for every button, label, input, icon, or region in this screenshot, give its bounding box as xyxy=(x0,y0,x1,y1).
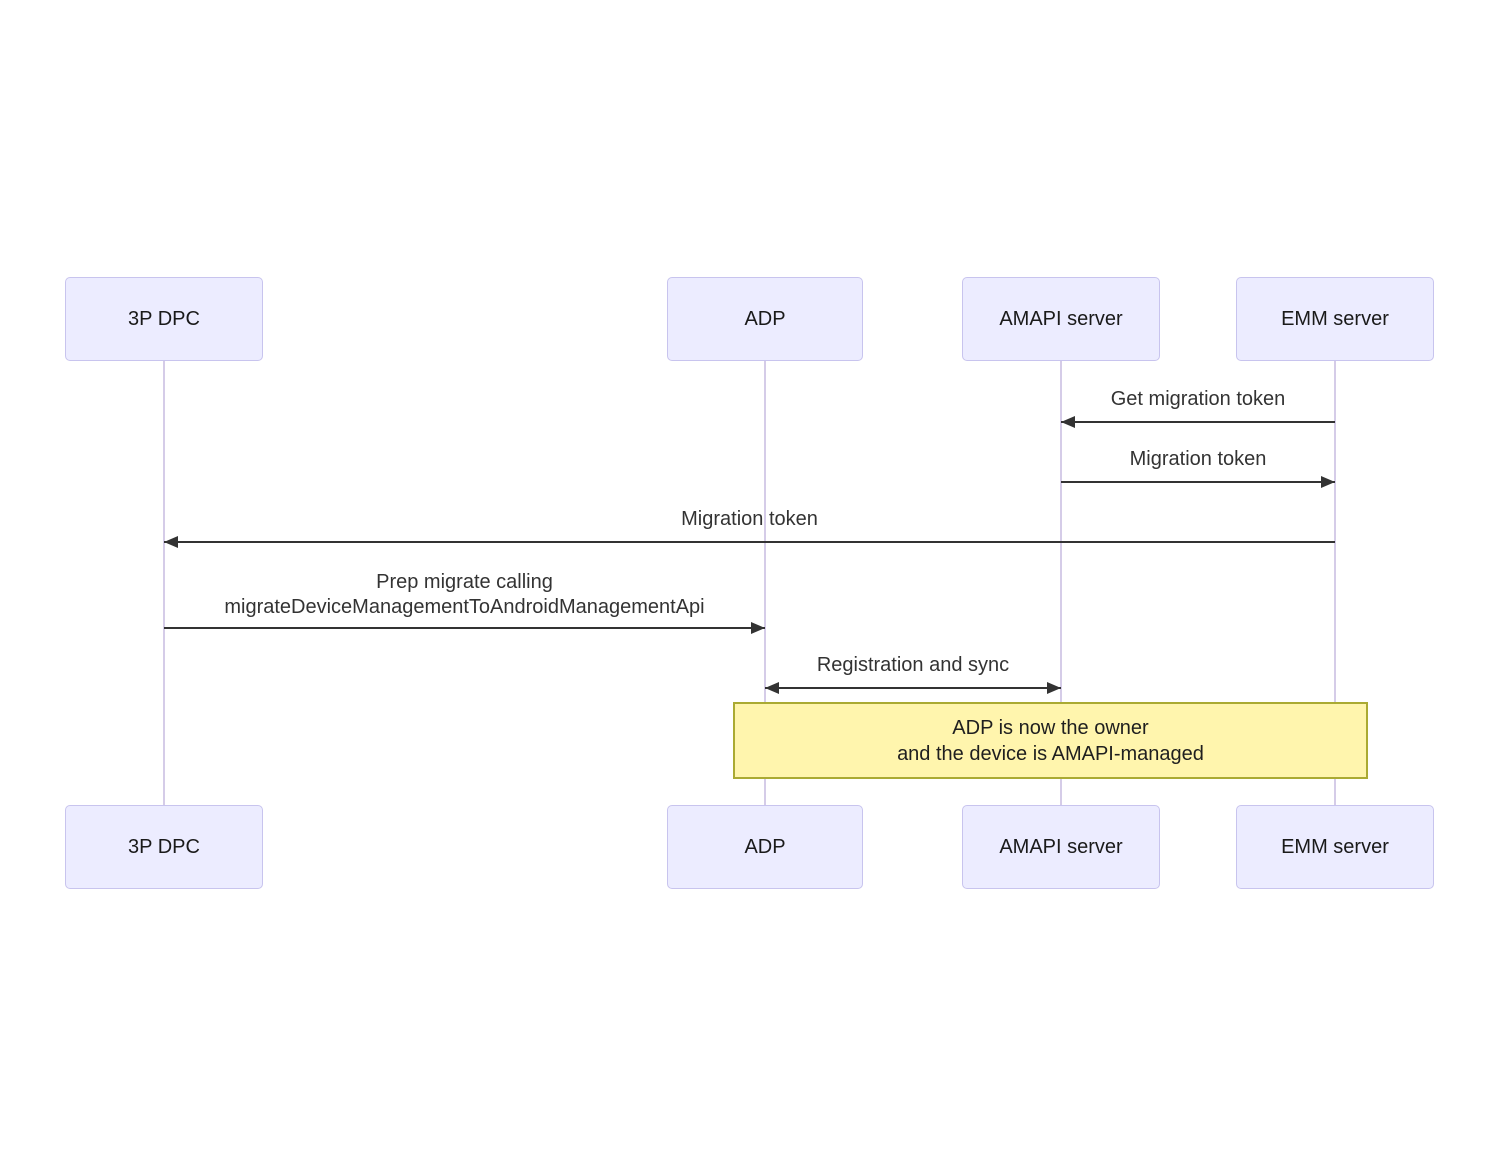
arrowhead-right-icon xyxy=(1047,682,1061,694)
actor-label: ADP xyxy=(744,835,786,858)
actor-box-emm-server-top: EMM server xyxy=(1236,277,1434,361)
actor-label: EMM server xyxy=(1281,835,1389,858)
arrowhead-left-icon xyxy=(1061,416,1075,428)
lifeline-amapi-server xyxy=(1060,361,1062,805)
actor-box-adp-top: ADP xyxy=(667,277,863,361)
message-line-prep-migrate xyxy=(164,627,765,629)
message-line-migration-token-to-emm xyxy=(1061,481,1335,483)
message-label-get-migration-token: Get migration token xyxy=(1110,388,1286,410)
lifeline-adp xyxy=(764,361,766,805)
message-label-migration-token-to-dpc: Migration token xyxy=(681,508,818,530)
note-adp-owner: ADP is now the owner and the device is A… xyxy=(733,702,1368,779)
message-line-migration-token-to-dpc xyxy=(164,541,1335,543)
lifeline-emm-server xyxy=(1334,361,1336,805)
actor-label: AMAPI server xyxy=(999,835,1123,858)
arrowhead-right-icon xyxy=(751,622,765,634)
message-label-prep-migrate: Prep migrate calling migrateDeviceManage… xyxy=(224,571,705,618)
message-line-registration-and-sync xyxy=(765,687,1061,689)
actor-label: 3P DPC xyxy=(128,835,200,858)
actor-label: ADP xyxy=(744,307,786,330)
arrowhead-left-icon xyxy=(765,682,779,694)
actor-label: AMAPI server xyxy=(999,307,1123,330)
message-label-registration-and-sync: Registration and sync xyxy=(816,654,1010,676)
actor-box-amapi-server-top: AMAPI server xyxy=(962,277,1160,361)
actor-box-adp-bottom: ADP xyxy=(667,805,863,889)
message-label-migration-token-to-emm: Migration token xyxy=(1129,448,1267,470)
arrowhead-left-icon xyxy=(164,536,178,548)
arrowhead-right-icon xyxy=(1321,476,1335,488)
message-line-get-migration-token xyxy=(1061,421,1335,423)
actor-label: 3P DPC xyxy=(128,307,200,330)
actor-box-3p-dpc-bottom: 3P DPC xyxy=(65,805,263,889)
actor-label: EMM server xyxy=(1281,307,1389,330)
lifeline-3p-dpc xyxy=(163,361,165,805)
actor-box-3p-dpc-top: 3P DPC xyxy=(65,277,263,361)
actor-box-amapi-server-bottom: AMAPI server xyxy=(962,805,1160,889)
actor-box-emm-server-bottom: EMM server xyxy=(1236,805,1434,889)
